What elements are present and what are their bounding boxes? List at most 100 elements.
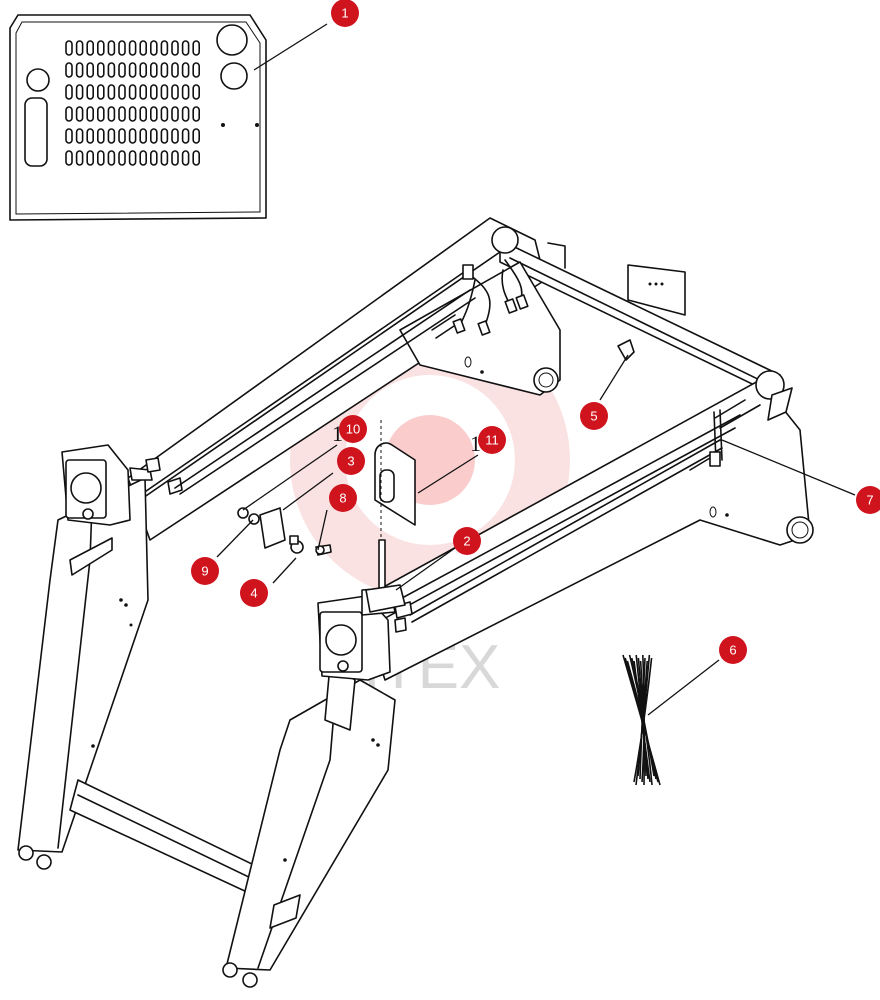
vent-slot — [86, 84, 94, 100]
vent-slot — [139, 84, 147, 100]
callout-9: 9 — [191, 557, 219, 585]
part-clip — [617, 339, 635, 361]
svg-text:1: 1 — [341, 6, 348, 21]
svg-text:6: 6 — [729, 643, 736, 658]
part-cable-ties — [622, 654, 661, 786]
vent-slot — [171, 106, 179, 122]
vent-slot — [107, 84, 116, 100]
vent-slot — [86, 40, 94, 56]
vent-slot — [150, 128, 158, 144]
vent-slot — [118, 84, 126, 100]
vent-slot — [75, 106, 84, 122]
callout-1: 1 — [331, 0, 359, 27]
work-light-left — [61, 444, 183, 526]
vent-slot — [75, 40, 84, 56]
vent-slot — [97, 40, 105, 56]
callout-7: 7 — [856, 486, 880, 514]
vent-slot — [118, 150, 126, 166]
vent-slot — [150, 150, 158, 166]
vent-slot — [171, 62, 179, 78]
svg-text:8: 8 — [339, 491, 346, 506]
vent-slot — [128, 150, 137, 166]
stray-mark-b: 1 — [470, 431, 481, 456]
vent-slot — [86, 106, 94, 122]
leader-lines — [216, 23, 856, 716]
vent-slot — [107, 106, 116, 122]
callout-10: 10 — [339, 415, 367, 443]
vent-slot — [150, 84, 158, 100]
part-hardware — [237, 507, 332, 556]
vent-slot — [150, 106, 158, 122]
svg-text:5: 5 — [590, 409, 597, 424]
vent-slot — [192, 106, 200, 122]
vent-slot — [75, 150, 84, 166]
vent-slot — [181, 84, 190, 100]
vent-slot — [181, 62, 190, 78]
vent-slot — [160, 128, 169, 144]
vent-slot — [86, 62, 94, 78]
vent-slot — [97, 106, 105, 122]
callout-8: 8 — [329, 484, 357, 512]
vent-slot — [192, 84, 200, 100]
vent-slot — [86, 150, 94, 166]
svg-text:7: 7 — [866, 493, 873, 508]
vent-slot — [192, 128, 200, 144]
vent-slot — [107, 150, 116, 166]
vent-slot — [181, 40, 190, 56]
vent-slot — [181, 106, 190, 122]
vent-slot — [97, 150, 105, 166]
callout-3: 3 — [337, 447, 365, 475]
vent-slot — [65, 128, 73, 144]
vent-slot — [139, 106, 147, 122]
vent-slot — [75, 128, 84, 144]
vent-slot — [65, 40, 73, 56]
vent-slot — [75, 84, 84, 100]
vent-slot — [139, 128, 147, 144]
vent-slot — [160, 106, 169, 122]
work-light-right — [317, 587, 413, 681]
vent-slot — [171, 40, 179, 56]
svg-text:9: 9 — [201, 564, 208, 579]
vent-slot — [171, 84, 179, 100]
vent-slot — [139, 150, 147, 166]
vent-slot — [118, 62, 126, 78]
vent-slot — [107, 62, 116, 78]
vent-slot — [128, 128, 137, 144]
vent-slot — [160, 84, 169, 100]
vent-slot — [181, 150, 190, 166]
svg-text:2: 2 — [463, 534, 470, 549]
vent-slot — [118, 106, 126, 122]
part-vent-panel — [9, 14, 267, 221]
stray-mark-a: 1 — [332, 421, 343, 446]
vent-slot — [97, 128, 105, 144]
vent-slot — [107, 128, 116, 144]
vent-slot — [97, 62, 105, 78]
callout-4: 4 — [240, 579, 268, 607]
vent-slot — [107, 40, 116, 56]
vent-slot — [160, 150, 169, 166]
vent-slot — [65, 84, 73, 100]
vent-slot — [65, 150, 73, 166]
vent-slot — [75, 62, 84, 78]
callout-2: 2 — [453, 527, 481, 555]
vent-slot — [139, 62, 147, 78]
vent-slot — [86, 128, 94, 144]
vent-slot — [160, 62, 169, 78]
vent-slot — [150, 40, 158, 56]
vent-slot — [171, 128, 179, 144]
vent-slot — [97, 84, 105, 100]
svg-text:11: 11 — [485, 433, 499, 448]
callout-5: 5 — [580, 402, 608, 430]
svg-text:4: 4 — [250, 586, 257, 601]
loader-frame — [17, 217, 814, 988]
vent-slot — [139, 40, 147, 56]
vent-slot — [150, 62, 158, 78]
vent-slot — [160, 40, 169, 56]
vent-slot — [171, 150, 179, 166]
svg-text:10: 10 — [346, 422, 360, 437]
vent-slot — [65, 106, 73, 122]
vent-slot — [128, 106, 137, 122]
vent-slot — [128, 62, 137, 78]
vent-slot — [118, 128, 126, 144]
